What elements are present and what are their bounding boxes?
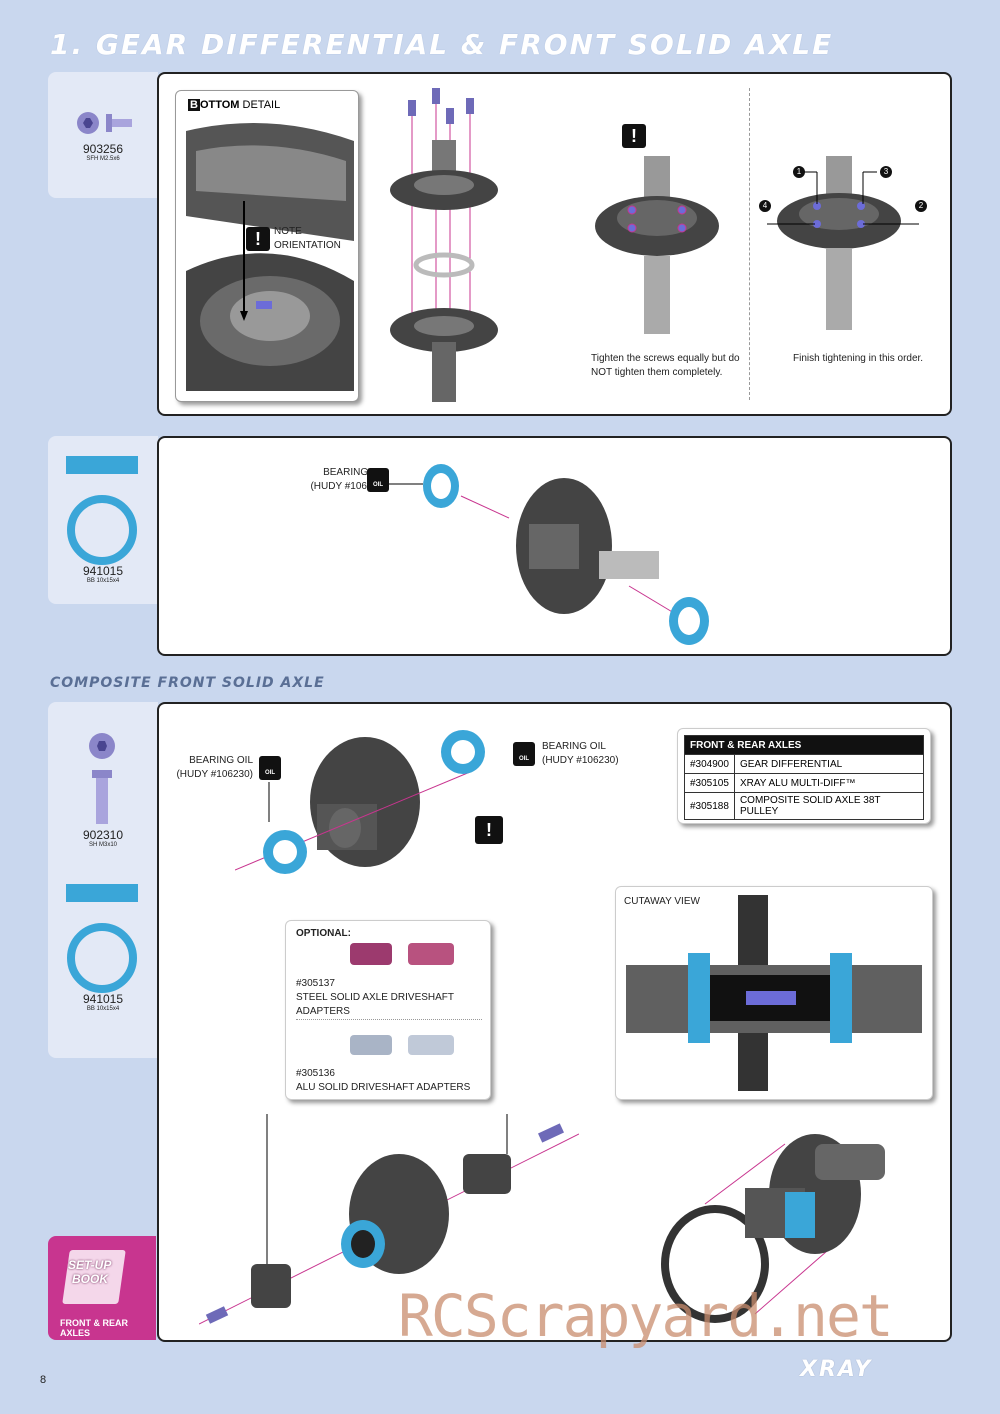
cutaway-box: CUTAWAY VIEW <box>615 886 933 1100</box>
bottom-detail-word: OTTOM <box>199 99 240 111</box>
opt2-code: #305136 <box>296 1068 335 1079</box>
oil-icon: OIL <box>367 468 389 492</box>
parts-box-2: 941015 BB 10x15x4 <box>48 436 158 604</box>
oil-icon: OIL <box>259 756 281 780</box>
oring-assembly-illustration <box>661 1134 885 1323</box>
order-number-2: 2 <box>915 200 927 212</box>
part-desc: BB 10x15x4 <box>86 1006 120 1012</box>
table-cell-name: COMPOSITE SOLID AXLE 38T PULLEY <box>733 792 925 820</box>
warning-icon: ! <box>246 227 270 251</box>
note-line-1: NOTE <box>274 226 302 237</box>
oil-icon: OIL <box>513 742 535 766</box>
cutaway-label: CUTAWAY VIEW <box>624 896 700 907</box>
part-number: 902310 <box>82 828 124 842</box>
page-number: 8 <box>40 1374 47 1386</box>
part-number: 903256 <box>82 142 124 156</box>
cutaway-illustration <box>626 895 922 1091</box>
optional-box: OPTIONAL: #305137 STEEL SOLID AXLE DRIVE… <box>285 920 491 1100</box>
optional-title: OPTIONAL: <box>296 928 351 939</box>
section-subtitle: COMPOSITE FRONT SOLID AXLE <box>50 675 325 691</box>
tighten-caption-2: NOT tighten them completely. <box>591 367 723 378</box>
bearing-icon <box>66 456 138 565</box>
setup-book-badge: SET-UP BOOK FRONT & REAR AXLES <box>48 1236 156 1340</box>
watermark: RCScrapyard.net <box>398 1282 894 1350</box>
page-title: 1. GEAR DIFFERENTIAL & FRONT SOLID AXLE <box>50 28 834 61</box>
opt1-name: STEEL SOLID AXLE DRIVESHAFT ADAPTERS <box>296 992 454 1017</box>
diff-exploded-illustration <box>390 88 498 402</box>
axle-bearing-illustration <box>235 730 485 874</box>
table-cell-code: #304900 <box>684 754 735 774</box>
diff-bearing-illustration <box>389 464 709 645</box>
table-cell-name: XRAY ALU MULTI-DIFF™ <box>733 773 925 793</box>
opt2-name: ALU SOLID DRIVESHAFT ADAPTERS <box>296 1082 471 1093</box>
order-number-3: 3 <box>880 166 892 178</box>
table-cell-name: GEAR DIFFERENTIAL <box>733 754 925 774</box>
axle-assembly-illustration <box>199 1114 579 1325</box>
oil-left-2: (HUDY #106230) <box>176 769 253 780</box>
part-number: 941015 <box>82 564 124 578</box>
oil-label-2: (HUDY #106230) <box>310 481 387 492</box>
note-line-2: ORIENTATION <box>274 240 341 251</box>
parts-box-1: 903256 SFH M2.5x6 <box>48 72 158 198</box>
part-desc: BB 10x15x4 <box>86 578 120 584</box>
step2-panel: BEARING OIL (HUDY #106230) OIL <box>157 436 952 656</box>
table-header: FRONT & REAR AXLES <box>684 735 924 755</box>
opt1-code: #305137 <box>296 978 335 989</box>
setup-line-1: SET-UP <box>68 1258 112 1272</box>
oil-label-1: BEARING OIL <box>323 467 387 478</box>
gear-detail-illustration <box>186 123 354 391</box>
steel-adapter-illustration <box>350 943 454 965</box>
oil-icon-text: OIL <box>265 770 275 776</box>
parts-box-3: 902310 SH M3x10 941015 BB 10x15x4 <box>48 702 158 1058</box>
setup-caption: FRONT & REAR AXLES <box>60 1318 128 1338</box>
brand-logo: XRAY <box>800 1357 873 1382</box>
setup-line-2: BOOK <box>72 1272 108 1286</box>
finish-caption: Finish tightening in this order. <box>793 353 924 364</box>
part-number: 941015 <box>82 992 124 1006</box>
alu-adapter-illustration <box>350 1035 454 1055</box>
part-desc: SH M3x10 <box>88 842 117 848</box>
bottom-detail-initial: B <box>188 99 200 111</box>
tighten-caption-1: Tighten the screws equally but do <box>591 353 740 364</box>
part-desc: SFH M2.5x6 <box>86 156 120 162</box>
table-cell-code: #305188 <box>684 792 735 820</box>
order-number-1: 1 <box>793 166 805 178</box>
divider <box>749 88 750 400</box>
oil-icon-text: OIL <box>373 482 383 488</box>
warning-icon: ! <box>475 816 503 844</box>
diff-tighten-illustration <box>595 156 719 334</box>
table-cell-code: #305105 <box>684 773 735 793</box>
order-number-4: 4 <box>759 200 771 212</box>
diff-order-illustration <box>767 156 919 330</box>
warning-icon: ! <box>622 124 646 148</box>
oil-left-1: BEARING OIL <box>189 755 253 766</box>
screw-icon <box>89 733 115 824</box>
bearing-icon <box>66 884 138 993</box>
detail-label: DETAIL <box>242 99 281 111</box>
oil-icon-text: OIL <box>519 756 529 762</box>
oil-right-2: (HUDY #106230) <box>542 755 619 766</box>
step3-panel: BEARING OIL (HUDY #106230) OIL OIL BEARI… <box>157 702 952 1342</box>
screw-icon <box>77 112 132 134</box>
oil-right-1: BEARING OIL <box>542 741 606 752</box>
